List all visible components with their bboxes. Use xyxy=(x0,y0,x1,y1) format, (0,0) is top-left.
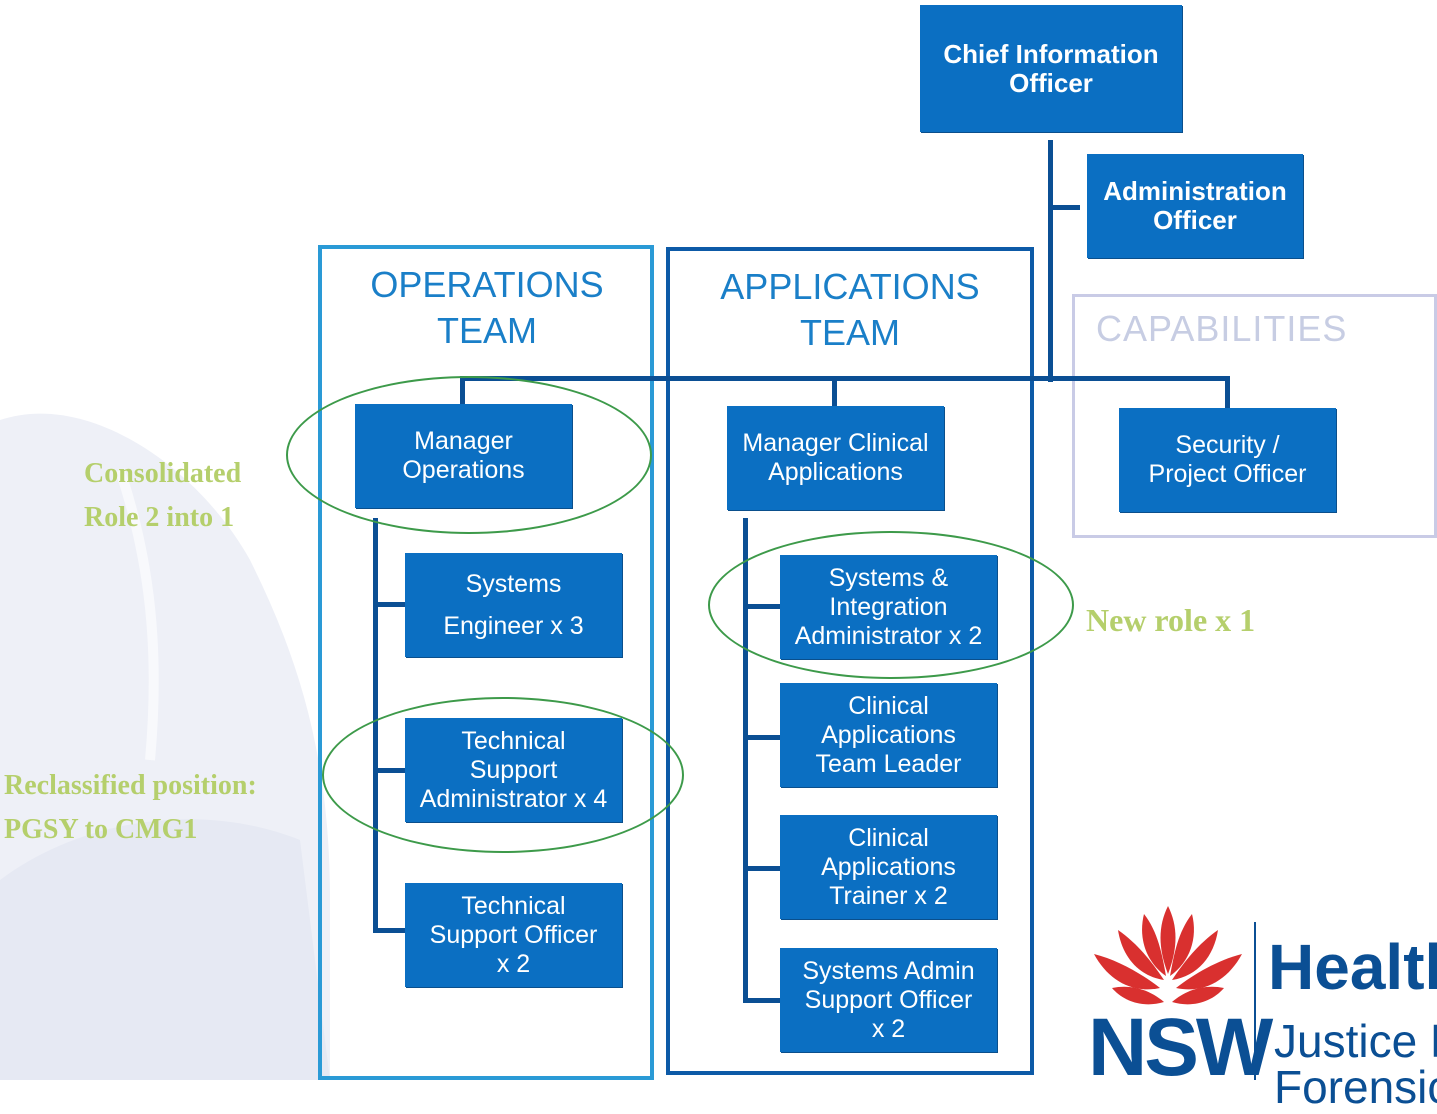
security-drop-line xyxy=(1225,376,1230,408)
ops-tick-3 xyxy=(373,928,405,933)
systems-admin-support-officer-box: Systems Admin Support Officer x 2 xyxy=(780,948,997,1052)
capabilities-team-frame xyxy=(1072,294,1437,538)
consolidated-annotation: Consolidated Role 2 into 1 xyxy=(84,458,242,533)
nsw-logo-text: NSW xyxy=(1088,1002,1273,1093)
admin-connector xyxy=(1048,205,1080,210)
health-logo-text: Health xyxy=(1268,931,1437,1003)
operations-team-frame xyxy=(318,245,654,1080)
level2-horizontal-line xyxy=(460,376,1230,381)
administration-officer-box: Administration Officer xyxy=(1087,154,1303,258)
ops-tick-1 xyxy=(373,602,405,607)
applications-team-title: APPLICATIONS TEAM xyxy=(720,266,980,353)
operations-team-title: OPERATIONS TEAM xyxy=(370,264,604,351)
apps-tick-4 xyxy=(743,998,780,1003)
systems-engineer-box: Systems Engineer x 3 xyxy=(405,553,622,657)
capabilities-team-title: CAPABILITIES xyxy=(1096,308,1348,349)
technical-support-officer-box: Technical Support Officer x 2 xyxy=(405,883,622,987)
manager-operations-highlight-ellipse xyxy=(286,376,652,534)
apps-drop-line xyxy=(832,376,837,406)
applications-team-frame xyxy=(666,247,1034,1075)
logo-divider xyxy=(1254,922,1256,1080)
clinical-applications-team-leader-box: Clinical Applications Team Leader xyxy=(780,683,997,787)
clinical-applications-trainer-box: Clinical Applications Trainer x 2 xyxy=(780,815,997,919)
apps-tick-3 xyxy=(743,866,780,871)
waratah-logo-icon xyxy=(1094,906,1242,1005)
cio-vertical-line xyxy=(1048,140,1053,382)
forensic-text: Forensic xyxy=(1274,1061,1437,1113)
background-petal-shapes xyxy=(0,413,330,1080)
systems-integration-highlight-ellipse xyxy=(708,531,1074,679)
security-project-officer-box: Security / Project Officer xyxy=(1119,408,1336,512)
reclassified-annotation: Reclassified position: PGSY to CMG1 xyxy=(4,770,257,845)
apps-vertical-line xyxy=(743,518,748,1002)
cio-box: Chief Information Officer xyxy=(920,5,1182,132)
manager-clinical-applications-box: Manager Clinical Applications xyxy=(727,406,944,510)
apps-tick-2 xyxy=(743,735,780,740)
technical-support-admin-highlight-ellipse xyxy=(322,697,684,853)
justice-health-text: Justice H xyxy=(1274,1015,1437,1067)
new-role-annotation: New role x 1 xyxy=(1086,602,1256,638)
